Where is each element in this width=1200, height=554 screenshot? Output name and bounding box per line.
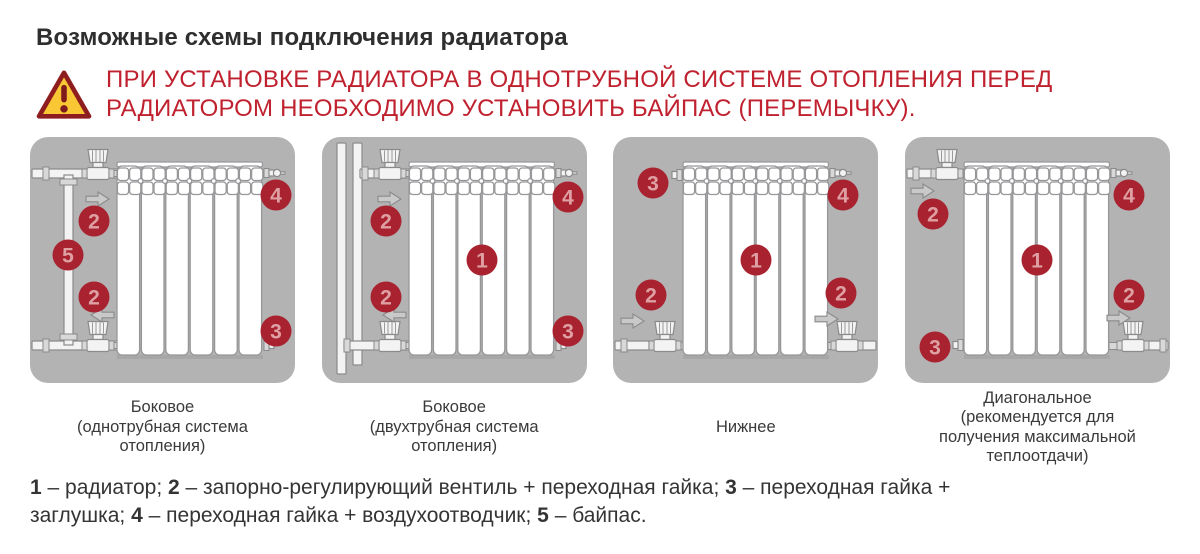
radiator-graphic	[408, 160, 556, 356]
svg-text:4: 4	[837, 184, 849, 207]
warning-text: ПРИ УСТАНОВКЕ РАДИАТОРА В ОДНОТРУБНОЙ СИ…	[106, 66, 1053, 122]
marker-2: 2	[370, 205, 402, 237]
scheme-panel-side-two-pipe: 2 2 1 4 3	[321, 136, 587, 383]
marker-2: 2	[635, 279, 667, 311]
air-vent-icon	[555, 167, 578, 178]
marker-4: 4	[260, 179, 292, 211]
valve-icon	[373, 148, 407, 180]
plug-icon	[952, 338, 964, 351]
plug-icon	[671, 168, 683, 181]
marker-2: 2	[78, 205, 110, 237]
svg-text:3: 3	[929, 336, 941, 359]
svg-text:4: 4	[270, 184, 282, 207]
svg-text:3: 3	[562, 320, 574, 343]
flow-arrow-right-icon	[620, 313, 645, 329]
scheme-bottom-drawing: 3 4 1 2 2	[614, 160, 877, 359]
scheme-side-two-pipe-drawing: 2 2 1 4 3	[336, 141, 584, 375]
svg-text:4: 4	[562, 186, 574, 209]
marker-2: 2	[825, 277, 857, 309]
valve-icon	[1116, 320, 1150, 352]
flow-arrow-right-icon	[85, 191, 110, 207]
marker-3: 3	[637, 167, 669, 199]
air-vent-icon	[829, 167, 852, 178]
riser-pipe	[352, 141, 363, 366]
marker-3: 3	[260, 315, 292, 347]
scheme-caption-side-two-pipe: Боковое (двухтрубная система отопления)	[322, 389, 587, 467]
svg-text:2: 2	[927, 203, 939, 226]
legend-line: 1 – радиатор; 2 – запорно-регулирующий в…	[30, 476, 951, 500]
air-vent-icon	[1110, 167, 1133, 178]
svg-text:2: 2	[380, 210, 392, 233]
svg-text:2: 2	[1123, 284, 1135, 307]
caption-text: Боковое (двухтрубная система отопления)	[369, 398, 539, 456]
scheme-panel-bottom: 3 4 1 2 2	[613, 136, 879, 383]
marker-1: 1	[1021, 244, 1053, 276]
marker-1: 1	[466, 244, 498, 276]
valve-icon	[830, 320, 864, 352]
marker-4: 4	[552, 181, 584, 213]
caption-text: Диагональное (рекомендуется для получени…	[939, 388, 1136, 465]
marker-2: 2	[917, 198, 949, 230]
marker-5: 5	[52, 239, 84, 271]
warning-triangle-icon	[36, 70, 92, 119]
radiator-graphic	[682, 160, 830, 356]
svg-text:2: 2	[88, 210, 100, 233]
marker-2: 2	[370, 281, 402, 313]
legend-line: заглушка; 4 – переходная гайка + воздухо…	[30, 504, 647, 528]
svg-text:2: 2	[645, 284, 657, 307]
scheme-diagonal-drawing: 2 4 1 2 3	[906, 148, 1169, 363]
page-title: Возможные схемы подключения радиатора	[36, 24, 568, 51]
scheme-caption-side-one-pipe: Боковое (однотрубная система отопления)	[30, 389, 295, 467]
scheme-caption-diagonal: Диагональное (рекомендуется для получени…	[905, 389, 1170, 467]
svg-text:4: 4	[1123, 184, 1135, 207]
marker-2: 2	[1113, 279, 1145, 311]
marker-2: 2	[78, 281, 110, 313]
valve-icon	[81, 320, 115, 352]
flow-arrow-right-icon	[377, 191, 402, 207]
svg-text:5: 5	[62, 244, 74, 267]
marker-3: 3	[552, 315, 584, 347]
air-vent-icon	[263, 167, 286, 178]
svg-text:1: 1	[750, 249, 762, 272]
captions-row: Боковое (однотрубная система отопления) …	[0, 389, 1200, 467]
marker-1: 1	[740, 244, 772, 276]
marker-4: 4	[827, 179, 859, 211]
scheme-caption-bottom: Нижнее	[613, 389, 878, 467]
svg-text:1: 1	[1031, 249, 1043, 272]
marker-3: 3	[919, 331, 951, 363]
radiator-graphic	[116, 160, 264, 356]
valve-icon	[648, 320, 682, 352]
flow-arrow-right-icon	[910, 183, 935, 199]
valve-icon	[373, 320, 407, 352]
marker-4: 4	[1113, 179, 1145, 211]
svg-text:1: 1	[476, 249, 488, 272]
svg-text:2: 2	[380, 286, 392, 309]
riser-pipe	[336, 141, 347, 375]
scheme-side-one-pipe-drawing: 252 4 3	[31, 148, 292, 359]
svg-text:3: 3	[647, 172, 659, 195]
caption-text: Нижнее	[715, 417, 776, 436]
valve-icon	[81, 148, 115, 180]
svg-text:2: 2	[835, 282, 847, 305]
scheme-panel-diagonal: 2 4 1 2 3	[904, 136, 1170, 383]
svg-text:2: 2	[88, 286, 100, 309]
valve-icon	[930, 148, 964, 180]
caption-text: Боковое (однотрубная система отопления)	[77, 398, 248, 456]
warning-banner: ПРИ УСТАНОВКЕ РАДИАТОРА В ОДНОТРУБНОЙ СИ…	[0, 52, 1200, 124]
svg-text:3: 3	[270, 320, 282, 343]
legend: 1 – радиатор; 2 – запорно-регулирующий в…	[30, 474, 1170, 529]
